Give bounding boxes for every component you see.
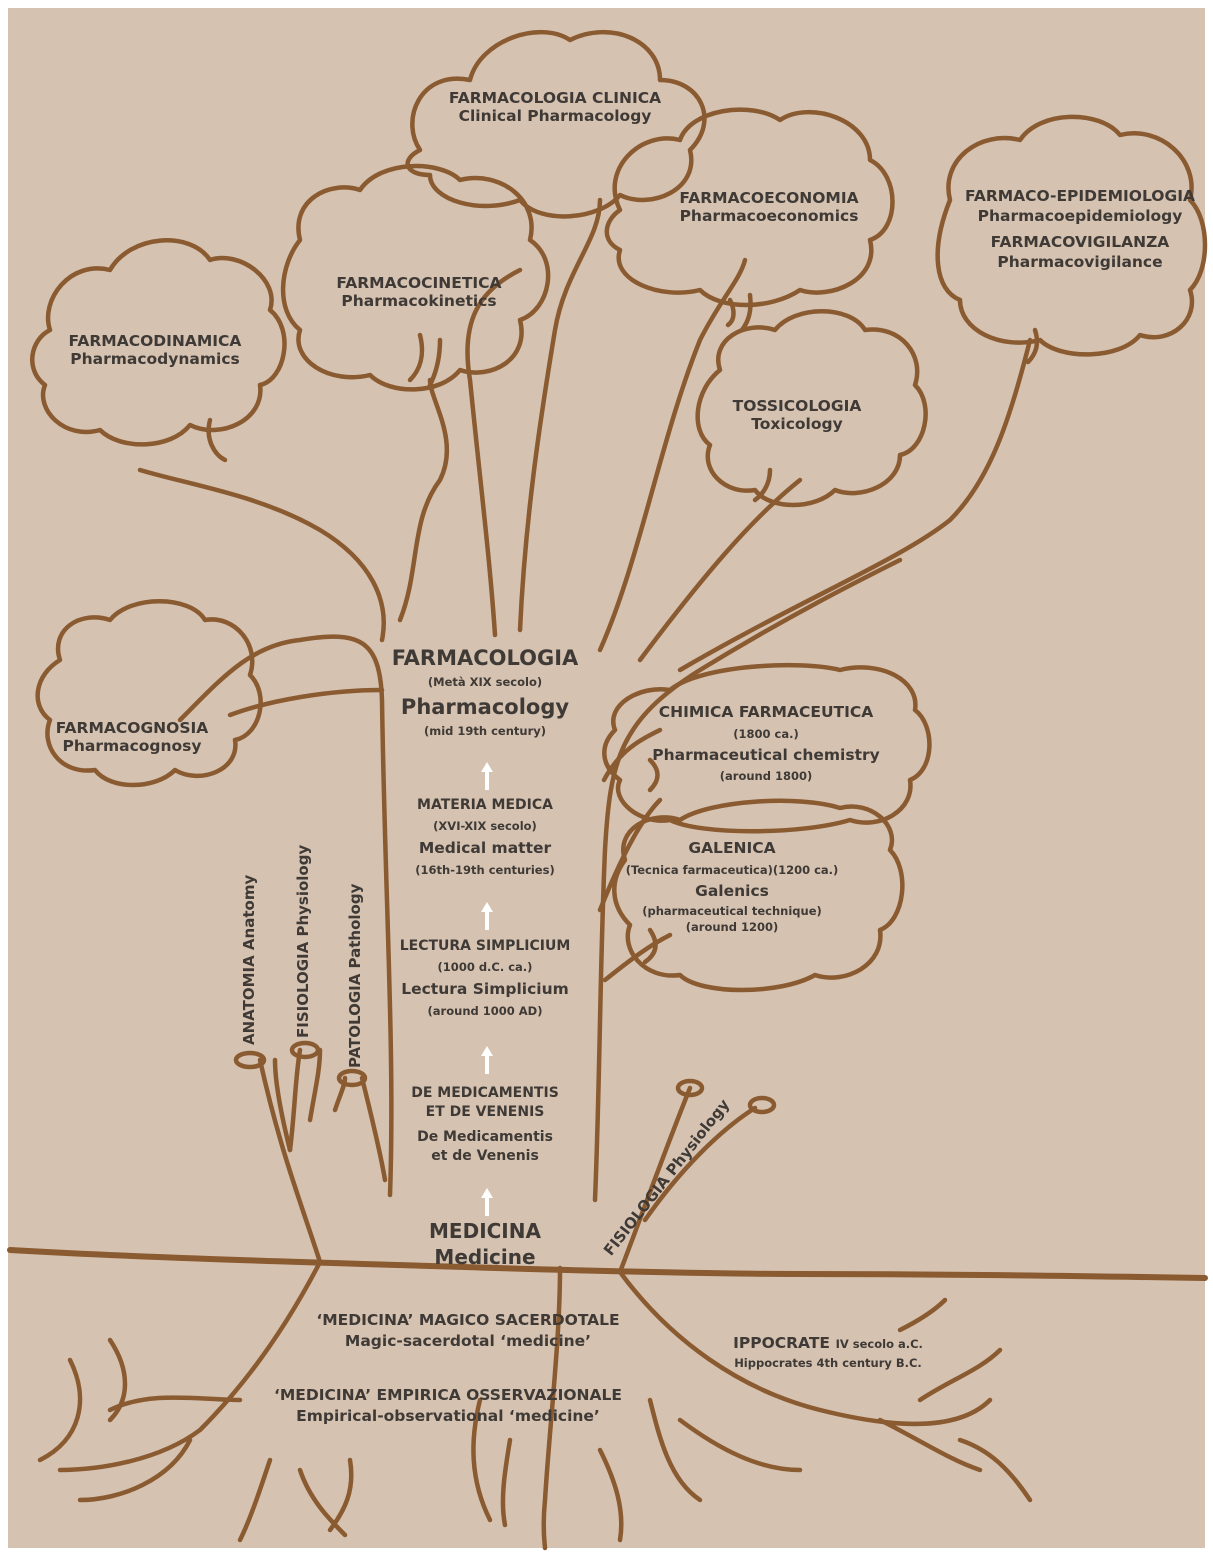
branch-pathology [359,1075,388,1183]
trunk-left [177,634,394,1198]
arrow-up-icon [481,762,493,790]
root-right-main [617,1269,993,1427]
ground-line [7,1247,1208,1281]
branch-right1 [597,257,748,653]
root-center [541,1265,563,1551]
branch-right3 [677,337,1033,673]
farmacoepidemiologia-label: FARMACO-EPIDEMIOLOGIA Pharmacoepidemiolo… [965,187,1195,272]
farmacognosia-label: FARMACOGNOSIA Pharmacognosy [55,719,209,755]
cloud-farmacoepidemiologia [935,114,1208,357]
patologia-label: PATOLOGIA Pathology [346,883,364,1068]
galenica-label: GALENICA (Tecnica farmaceutica)(1200 ca.… [625,839,839,935]
arrow-up-icon [481,1188,493,1216]
anatomia-label: ANATOMIA Anatomy [240,874,258,1045]
branch-center [465,267,523,638]
magico-sacerdotale-label: ‘MEDICINA’ MAGICO SACERDOTALE Magic-sace… [316,1311,620,1350]
cloud-chimica-farmaceutica [602,662,932,834]
cloud-farmacologia-clinica [405,29,707,219]
cloud-farmacodinamica [30,238,287,447]
branch-left-curve [137,467,386,643]
tossicologia-label: TOSSICOLOGIA Toxicology [732,397,862,433]
farmacocinetica-label: FARMACOCINETICA Pharmacokinetics [336,274,502,310]
medicina-label: MEDICINA Medicine [429,1219,541,1269]
branch-pharmacognosy [227,687,385,718]
branch-galenica [597,797,663,913]
cloud-tossicologia [695,309,928,508]
cloud-galenica [612,798,905,993]
fisiologia-label: FISIOLOGIA Physiology [294,844,312,1038]
empirica-osservazionale-label: ‘MEDICINA’ EMPIRICA OSSERVAZIONALE Empir… [273,1386,623,1425]
branch-left-inner [397,377,450,623]
root-left-main [57,1259,323,1473]
branch-center2 [517,197,603,633]
arrow-up-icon [481,1046,493,1074]
branch-physiology [287,1047,303,1153]
branch-anatomy [257,1057,323,1265]
de-medicamentis-label: DE MEDICAMENTIS ET DE VENENIS De Medicam… [411,1085,559,1165]
branch-physiology-right [617,1085,693,1275]
farmacologia-label: FARMACOLOGIA (Metà XIX secolo) Pharmacol… [391,646,579,738]
cloud-farmacocinetica [280,163,551,392]
cloud-farmacoeconomia [604,107,895,308]
farmacodinamica-label: FARMACODINAMICA Pharmacodynamics [68,332,242,368]
farmacologia-clinica-label: FARMACOLOGIA CLINICA Clinical Pharmacolo… [448,89,662,125]
farmacoeconomia-label: FARMACOECONOMIA Pharmacoeconomics [679,189,859,225]
lectura-simplicium-label: LECTURA SIMPLICIUM (1000 d.C. ca.) Lectu… [399,938,571,1019]
materia-medica-label: MATERIA MEDICA (XVI-XIX secolo) Medical … [415,797,555,878]
branch-anatomy-in [272,1057,293,1153]
branch-right2 [637,477,803,663]
ippocrate-label: IPPOCRATE IV secolo a.C. Hippocrates 4th… [733,1334,923,1370]
chimica-farmaceutica-label: CHIMICA FARMACEUTICA (1800 ca.) Pharmace… [652,703,880,783]
arrow-up-icon [481,902,493,930]
cloud-farmacognosia [35,599,263,788]
